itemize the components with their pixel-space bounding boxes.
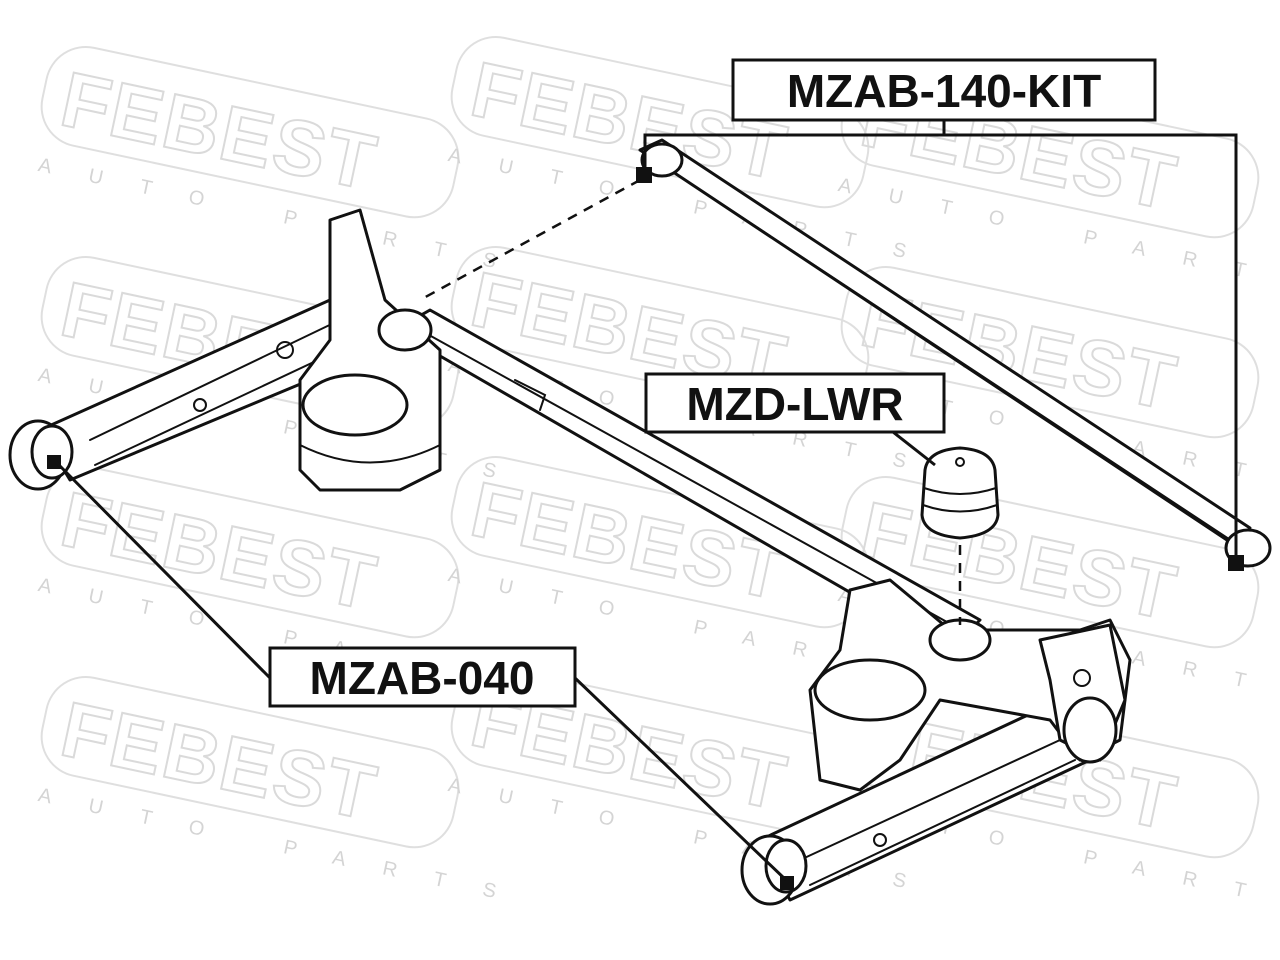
part-number-mzab-140-kit: MZAB-140-KIT (787, 65, 1101, 117)
left-spring-seat (298, 208, 442, 492)
label-mzd-lwr: MZD-LWR (644, 372, 946, 434)
label-mzab-140-kit: MZAB-140-KIT (731, 58, 1157, 122)
leader-mzd-lwr (892, 430, 936, 467)
label-mzab-040: MZAB-040 (268, 646, 577, 708)
part-number-mzab-040: MZAB-040 (310, 652, 535, 704)
leader-mzab-140-kit (636, 120, 1244, 571)
leader-mzab-040 (54, 460, 788, 882)
part-number-mzd-lwr: MZD-LWR (686, 378, 903, 430)
left-bushing (8, 419, 74, 491)
assembly-line-link (419, 178, 641, 302)
bump-stop (920, 446, 1000, 540)
lateral-link-rod (638, 138, 1272, 568)
